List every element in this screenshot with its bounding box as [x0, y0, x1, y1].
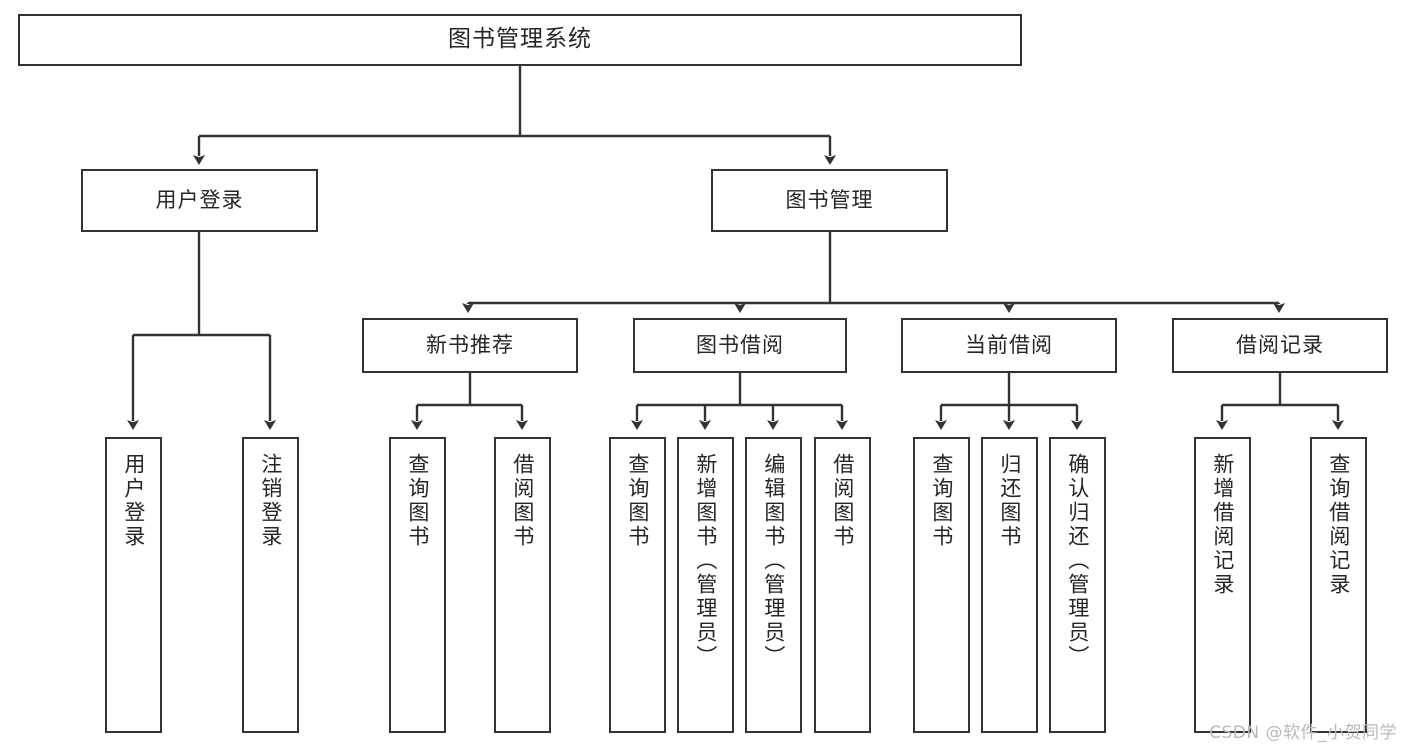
node-label: 图书管理: [785, 188, 874, 213]
leaf-user-login-login[interactable]: 用户登录: [105, 437, 162, 733]
leaf-current-confirm-return-admin[interactable]: 确认归还（管理员）: [1049, 437, 1106, 733]
node-label: 新增图书（管理员）: [693, 453, 718, 669]
node-label: 借阅记录: [1236, 333, 1324, 358]
node-label: 查询借阅记录: [1326, 453, 1351, 597]
leaf-record-query-record[interactable]: 查询借阅记录: [1310, 437, 1367, 733]
node-label: 新增借阅记录: [1210, 453, 1235, 597]
node-label: 借阅图书: [830, 453, 855, 549]
leaf-current-query-book[interactable]: 查询图书: [913, 437, 970, 733]
node-label: 用户登录: [155, 188, 244, 213]
leaf-borrow-borrow-book[interactable]: 借阅图书: [814, 437, 871, 733]
node-new-book-recommend[interactable]: 新书推荐: [362, 318, 578, 373]
node-label: 查询图书: [929, 453, 954, 549]
node-label: 查询图书: [625, 453, 650, 549]
leaf-current-return-book[interactable]: 归还图书: [981, 437, 1038, 733]
node-label: 新书推荐: [426, 333, 514, 358]
leaf-recommend-query-book[interactable]: 查询图书: [389, 437, 446, 733]
node-label: 图书借阅: [696, 333, 784, 358]
node-borrow-record[interactable]: 借阅记录: [1172, 318, 1388, 373]
node-user-login[interactable]: 用户登录: [81, 169, 318, 232]
node-book-borrow[interactable]: 图书借阅: [633, 318, 847, 373]
node-label: 图书管理系统: [448, 26, 592, 53]
node-label: 借阅图书: [510, 453, 535, 549]
node-label: 当前借阅: [965, 333, 1053, 358]
node-label: 用户登录: [121, 453, 146, 549]
leaf-borrow-query-book[interactable]: 查询图书: [609, 437, 666, 733]
watermark-text: CSDN @软件_小贺同学: [1209, 723, 1397, 743]
node-book-management[interactable]: 图书管理: [711, 169, 948, 232]
leaf-user-login-logout[interactable]: 注销登录: [242, 437, 299, 733]
node-current-borrow[interactable]: 当前借阅: [901, 318, 1117, 373]
leaf-record-add-record[interactable]: 新增借阅记录: [1194, 437, 1251, 733]
node-label: 归还图书: [997, 453, 1022, 549]
node-label: 确认归还（管理员）: [1065, 453, 1090, 669]
node-label: 注销登录: [258, 453, 283, 549]
leaf-borrow-add-book-admin[interactable]: 新增图书（管理员）: [677, 437, 734, 733]
node-root-system[interactable]: 图书管理系统: [18, 14, 1022, 66]
leaf-recommend-borrow-book[interactable]: 借阅图书: [494, 437, 551, 733]
node-label: 编辑图书（管理员）: [761, 453, 786, 669]
leaf-borrow-edit-book-admin[interactable]: 编辑图书（管理员）: [745, 437, 802, 733]
node-label: 查询图书: [405, 453, 430, 549]
